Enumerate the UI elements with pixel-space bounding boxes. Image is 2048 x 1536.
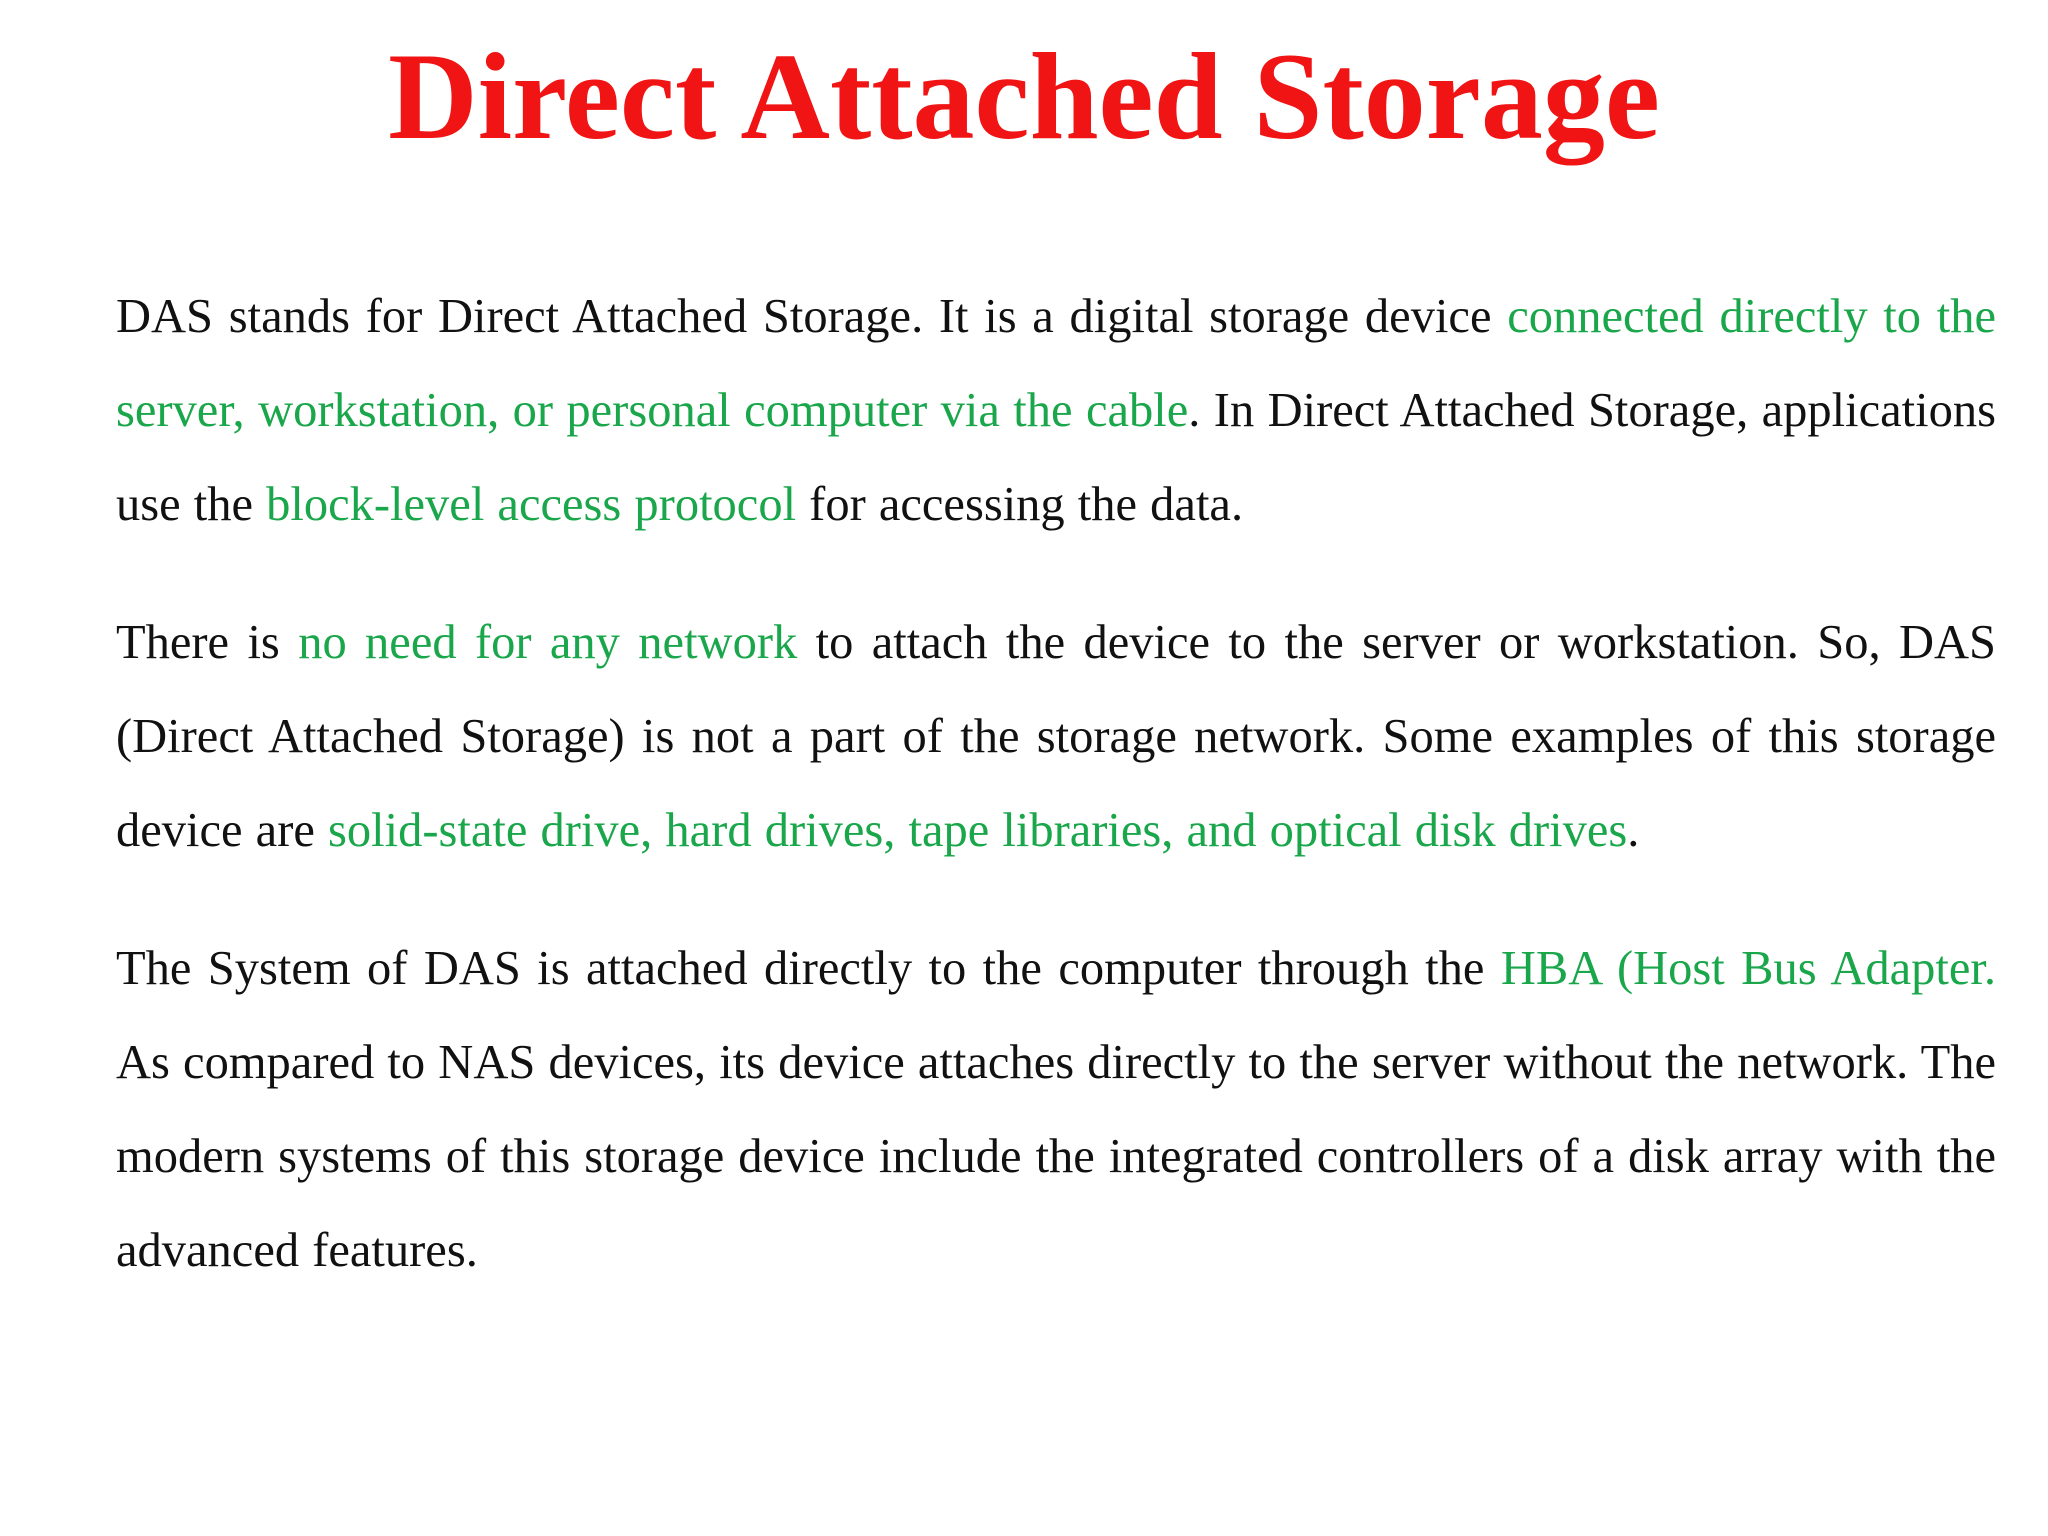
text-run: to attach the device to the server or wo… [116,616,1997,857]
highlighted-text: solid-state drive, hard drives, tape lib… [328,804,1628,857]
text-run: . [1627,804,1640,857]
slide-body: DAS stands for Direct Attached Storage. … [116,270,1996,1298]
highlighted-text: no need for any network [298,616,798,669]
text-run: As compared to NAS devices, its device a… [116,1036,1996,1277]
text-run: There is [116,616,299,669]
slide-title: Direct Attached Storage [388,28,1660,165]
paragraph-3: The System of DAS is attached directly t… [116,922,1996,1298]
text-run: for accessing the data. [796,478,1244,531]
text-run: DAS stands for Direct Attached Storage. … [116,290,1508,343]
highlighted-text: HBA (Host Bus Adapter. [1500,942,1996,995]
paragraph-1: DAS stands for Direct Attached Storage. … [116,270,1996,552]
text-run: The System of DAS is attached directly t… [116,942,1501,995]
highlighted-text: block-level access protocol [266,478,797,531]
text-run: . In Direct Attached Storage, applicatio… [116,384,1996,531]
paragraph-2: There is no need for any network to atta… [116,596,1996,878]
highlighted-text: connected directly to the server, workst… [116,290,1996,437]
